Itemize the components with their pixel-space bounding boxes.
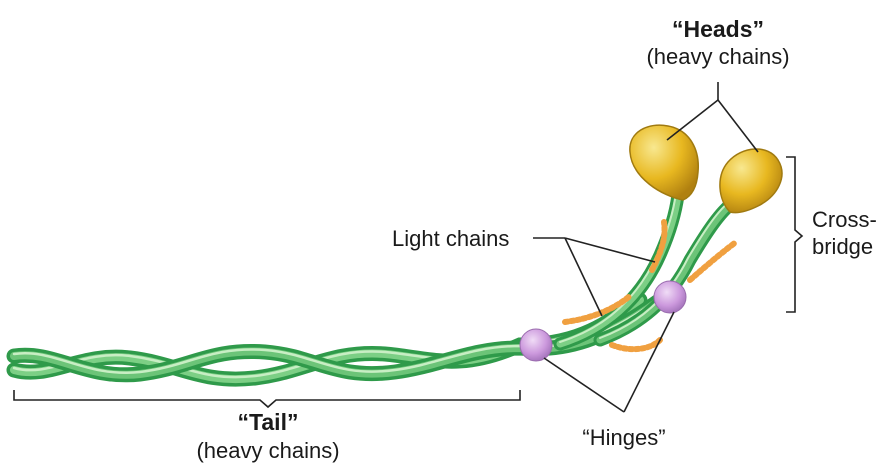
- hinges-leader-a: [544, 358, 624, 412]
- hinges-label: “Hinges”: [582, 425, 665, 451]
- tail-title: “Tail”: [238, 409, 299, 435]
- hinge-lower: [520, 329, 552, 361]
- head-left: [630, 125, 698, 200]
- light-chains-leader-a: [565, 238, 602, 316]
- light-chain-lower: [612, 340, 660, 349]
- light-chains-label: Light chains: [392, 226, 509, 252]
- tail-bracket: [14, 390, 520, 407]
- crossbridge-bracket: [786, 157, 802, 312]
- tail-subtitle: (heavy chains): [196, 438, 339, 464]
- heads-subtitle: (heavy chains): [646, 44, 789, 70]
- head-right: [720, 149, 782, 213]
- crossbridge-label-line2: bridge: [812, 234, 873, 260]
- heads: [630, 125, 782, 212]
- crossbridge-label-line1: Cross-: [812, 207, 877, 233]
- light-chains-leader-b: [565, 238, 655, 262]
- hinge-upper: [654, 281, 686, 313]
- heads-leader-right: [718, 100, 758, 152]
- heads-title: “Heads”: [672, 16, 764, 42]
- heads-leader-left: [667, 100, 718, 140]
